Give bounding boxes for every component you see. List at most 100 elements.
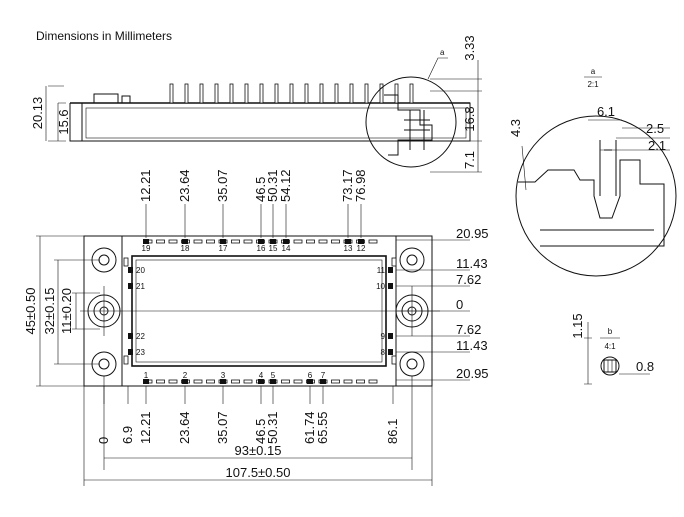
side-pin xyxy=(274,83,279,104)
bottom-pad xyxy=(343,379,353,384)
bottom-pin-number: 4 xyxy=(259,371,264,380)
bottom-pad xyxy=(193,379,203,384)
bottom-pad xyxy=(293,379,303,384)
bottom-pad xyxy=(368,379,378,384)
top-pin-number: 12 xyxy=(357,244,366,253)
bottom-pin-number: 2 xyxy=(183,371,188,380)
detail-a-dim-3: 2.1 xyxy=(648,138,666,153)
bottom-pad xyxy=(168,379,178,384)
top-height-center: 11±0.20 xyxy=(59,288,74,334)
bottom-pin-position: 86.1 xyxy=(385,419,400,444)
right-side-pin-number: 10 xyxy=(376,282,385,291)
side-pin xyxy=(304,83,309,104)
side-pin-bottom: 7.1 xyxy=(462,151,477,169)
top-pad xyxy=(168,239,178,244)
top-pad xyxy=(231,239,240,244)
side-pin xyxy=(364,83,369,104)
top-pin-position: 73.17 xyxy=(340,169,355,202)
top-pin-number: 16 xyxy=(257,244,266,253)
top-pin-position: 35.07 xyxy=(215,169,230,202)
left-side-pin-number: 23 xyxy=(136,348,145,357)
right-offset-value: 0 xyxy=(456,297,463,312)
side-pin xyxy=(379,83,384,104)
top-pad xyxy=(156,239,165,244)
right-offset-value: 7.62 xyxy=(456,272,481,287)
top-pad xyxy=(193,239,203,244)
top-pin-pad xyxy=(220,239,226,244)
bottom-pin-pad xyxy=(220,379,226,384)
top-pad xyxy=(368,239,378,244)
top-pad xyxy=(331,239,340,244)
top-height-mount: 32±0.15 xyxy=(42,288,57,335)
side-pin xyxy=(394,83,399,104)
mount-hole-br xyxy=(399,351,425,377)
bottom-pin-pad xyxy=(307,379,313,384)
bottom-pin-number: 3 xyxy=(221,371,226,380)
top-pin-position: 50.31 xyxy=(265,169,280,202)
bottom-pin-position: 35.07 xyxy=(215,411,230,444)
bottom-pad xyxy=(206,379,215,384)
bottom-pad xyxy=(156,379,165,384)
detail-b-label: b xyxy=(608,327,613,336)
bottom-pin-position: 12.21 xyxy=(138,411,153,444)
top-pin-number: 15 xyxy=(269,244,278,253)
mount-hole-tr xyxy=(399,247,425,273)
bottom-pin-pad xyxy=(320,379,326,384)
top-pad xyxy=(243,239,253,244)
bottom-pin-pad xyxy=(182,379,188,384)
detail-a-label: a xyxy=(591,67,596,76)
side-pin xyxy=(184,83,189,104)
left-side-pin-number: 21 xyxy=(136,282,145,291)
bottom-pin-pad xyxy=(258,379,264,384)
top-width-mount: 93±0.15 xyxy=(235,443,282,458)
top-pin-pad xyxy=(283,239,289,244)
bottom-pin-position: 23.64 xyxy=(177,411,192,444)
top-pin-pad xyxy=(270,239,276,244)
right-side-pad xyxy=(388,283,393,289)
top-pad xyxy=(293,239,303,244)
top-row-pads xyxy=(143,239,378,244)
top-pin-position: 54.12 xyxy=(278,169,293,202)
side-pin-top: 3.33 xyxy=(462,35,477,60)
top-height-total: 45±0.50 xyxy=(23,288,38,335)
side-pin xyxy=(319,83,324,104)
detail-b-dim-2: 0.8 xyxy=(636,359,654,374)
left-side-pad xyxy=(128,267,133,273)
bottom-pin-position: 61.74 xyxy=(302,411,317,444)
bottom-pin-number: 5 xyxy=(271,371,276,380)
bottom-pin-position: 50.31 xyxy=(265,411,280,444)
side-pin xyxy=(169,83,174,104)
side-view: 20.13 15.6 3.33 16.8 7.1 a xyxy=(30,35,482,173)
side-pin xyxy=(199,83,204,104)
top-pin-position: 76.98 xyxy=(353,169,368,202)
top-pin-number: 14 xyxy=(282,244,291,253)
detail-a-scale: 2:1 xyxy=(587,80,599,89)
bottom-pad xyxy=(281,379,290,384)
top-width-total: 107.5±0.50 xyxy=(226,465,291,480)
side-pin xyxy=(259,83,264,104)
top-pin-number: 18 xyxy=(181,244,190,253)
side-pin xyxy=(409,83,414,104)
side-detail-ref: a xyxy=(440,48,445,57)
right-side-pin-number: 9 xyxy=(381,332,386,341)
bottom-pin-pad xyxy=(143,379,149,384)
drawing-title: Dimensions in Millimeters xyxy=(36,29,172,43)
right-side-pin-number: 8 xyxy=(381,348,386,357)
right-offset-value: 11.43 xyxy=(456,338,488,353)
top-pad xyxy=(306,239,315,244)
side-pin xyxy=(214,83,219,104)
side-view-pins xyxy=(169,83,414,104)
top-pin-position: 12.21 xyxy=(138,169,153,202)
side-pin xyxy=(334,83,339,104)
top-pin-position: 23.64 xyxy=(177,169,192,202)
top-pin-number: 17 xyxy=(219,244,228,253)
right-offset-value: 11.43 xyxy=(456,256,488,271)
top-pin-pad xyxy=(143,239,149,244)
